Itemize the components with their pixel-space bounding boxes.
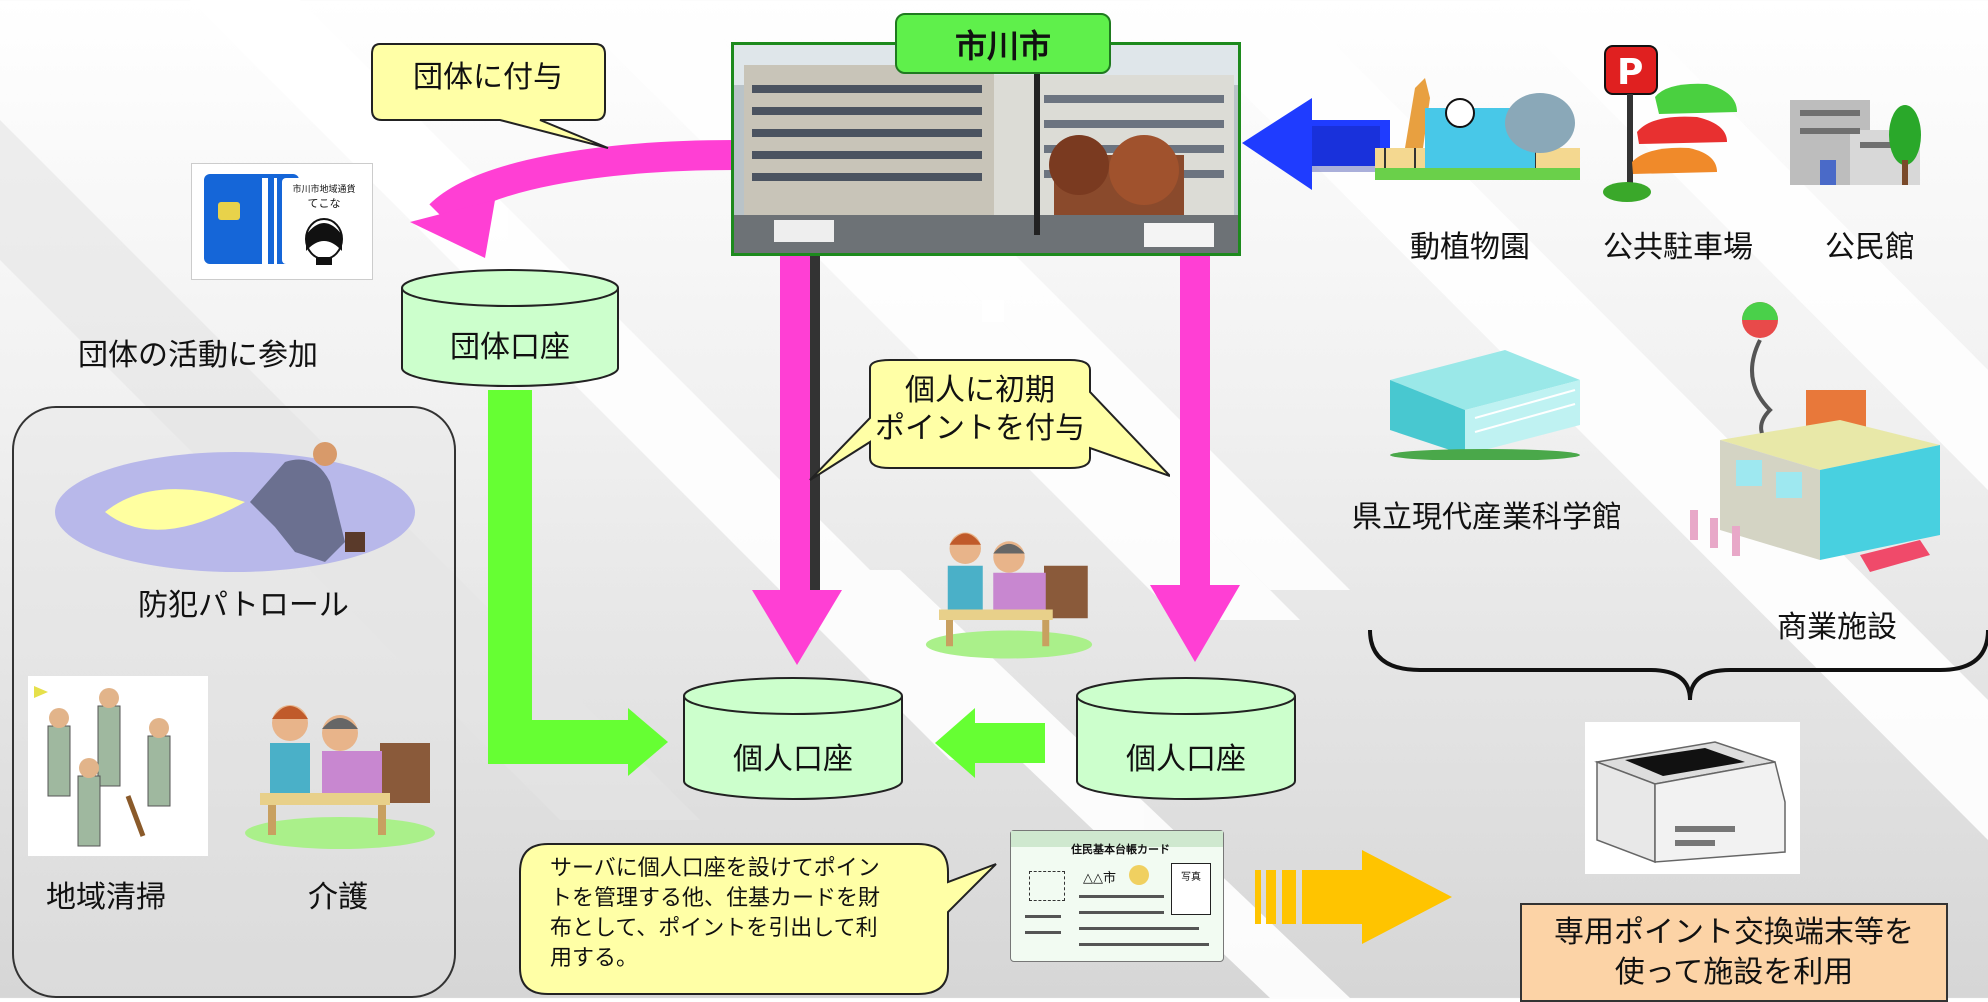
group-account-label: 団体口座 bbox=[450, 330, 570, 365]
facility-community-hall: 公民館 bbox=[1825, 230, 1915, 265]
card-line2: てこな bbox=[307, 197, 341, 210]
server-note-line3: 布として、ポイントを引出して利 bbox=[550, 916, 878, 941]
facility-commercial: 商業施設 bbox=[1777, 610, 1897, 645]
card-girl-icon bbox=[305, 218, 343, 265]
kiosk-caption-line2: 使って施設を利用 bbox=[1614, 954, 1854, 990]
activity-patrol: 防犯パトロール bbox=[138, 588, 349, 623]
cleaning-illustration bbox=[28, 676, 208, 856]
care-illustration-center bbox=[925, 532, 1093, 659]
callout-individual-line1: 個人に初期 bbox=[905, 373, 1055, 408]
zoo-illustration bbox=[1375, 78, 1580, 180]
chip-icon bbox=[218, 202, 240, 220]
activity-care: 介護 bbox=[308, 880, 368, 915]
city-hall-photo bbox=[731, 42, 1241, 256]
personal-account-center-label: 個人口座 bbox=[733, 742, 853, 777]
callout-server-shape bbox=[519, 843, 997, 995]
activities-heading: 団体の活動に参加 bbox=[78, 338, 318, 373]
resident-card-emblem-icon bbox=[1129, 865, 1149, 885]
personal-account-right-label: 個人口座 bbox=[1126, 742, 1246, 777]
facility-parking: 公共駐車場 bbox=[1603, 230, 1753, 265]
server-note-line2: トを管理する他、住基カードを財 bbox=[550, 886, 881, 911]
kiosk-caption: 専用ポイント交換端末等を 使って施設を利用 bbox=[1520, 903, 1948, 1002]
svg-text:P: P bbox=[1617, 52, 1643, 93]
resident-card: 住民基本台帳カード △△市 写真 bbox=[1010, 830, 1224, 962]
server-note-line4: 用する。 bbox=[550, 946, 639, 971]
resident-card-chip-icon bbox=[1029, 871, 1065, 901]
resident-card-photo-label: 写真 bbox=[1181, 872, 1201, 883]
callout-individual-shape bbox=[809, 359, 1170, 481]
facility-science-museum: 県立現代産業科学館 bbox=[1352, 500, 1622, 535]
callout-group-grant: 団体に付与 bbox=[413, 60, 563, 95]
activity-cleaning: 地域清掃 bbox=[46, 880, 166, 915]
local-currency-card: 市川市地域通貨 てこな bbox=[191, 163, 373, 280]
community-hall-illustration bbox=[1790, 100, 1921, 185]
care-illustration-left bbox=[245, 705, 435, 849]
commercial-facility-illustration bbox=[1690, 302, 1940, 572]
personal-account-right-cylinder: 個人口座 bbox=[1075, 676, 1297, 801]
callout-group-grant-shape bbox=[371, 43, 609, 149]
science-museum-illustration bbox=[1390, 350, 1580, 460]
city-title: 市川市 bbox=[895, 13, 1111, 74]
resident-card-city: △△市 bbox=[1083, 871, 1116, 886]
resident-card-title: 住民基本台帳カード bbox=[1071, 843, 1170, 856]
facility-zoo: 動植物園 bbox=[1410, 230, 1530, 265]
kiosk-terminal-illustration bbox=[1585, 722, 1800, 874]
kiosk-caption-line1: 専用ポイント交換端末等を bbox=[1554, 914, 1914, 950]
parking-illustration: P bbox=[1603, 45, 1737, 202]
server-note-line1: サーバに個人口座を設けてポイン bbox=[550, 856, 880, 881]
callout-server-note: サーバに個人口座を設けてポイン トを管理する他、住基カードを財 布として、ポイン… bbox=[550, 854, 950, 974]
personal-account-center-cylinder: 個人口座 bbox=[682, 676, 904, 801]
group-account-cylinder: 団体口座 bbox=[400, 268, 620, 388]
patrol-illustration bbox=[55, 442, 415, 572]
callout-individual: 個人に初期 ポイントを付与 bbox=[870, 372, 1090, 448]
callout-individual-line2: ポイントを付与 bbox=[875, 411, 1085, 446]
card-line1: 市川市地域通貨 bbox=[292, 185, 356, 195]
